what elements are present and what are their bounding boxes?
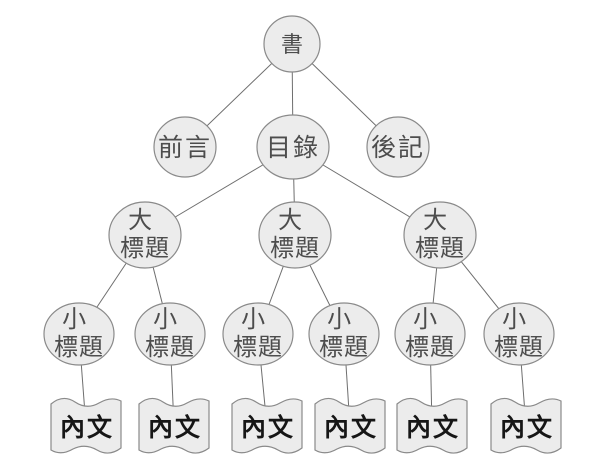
- node-major-heading-2: 大 標題: [258, 201, 332, 269]
- node-major-heading-1-shape: [108, 201, 182, 269]
- node-minor-heading-6-label: 小 標題: [494, 305, 544, 361]
- node-body-text-5-shape: [396, 397, 468, 454]
- node-body-text-6-shape: [490, 397, 562, 454]
- node-minor-heading-3: 小 標題: [222, 302, 294, 366]
- node-minor-heading-5: 小 標題: [394, 302, 466, 366]
- node-toc: 目錄: [256, 114, 330, 180]
- node-major-heading-3: 大 標題: [403, 201, 477, 269]
- node-body-text-3-label: 內文: [241, 413, 295, 442]
- node-minor-heading-2: 小 標題: [134, 302, 206, 366]
- node-major-heading-3-shape: [403, 201, 477, 269]
- node-minor-heading-1-shape: [43, 302, 115, 366]
- node-major-heading-2-label: 大 標題: [270, 206, 320, 262]
- node-minor-heading-1: 小 標題: [43, 302, 115, 366]
- node-preface-shape: [153, 116, 217, 178]
- node-body-text-6-label: 內文: [500, 413, 554, 442]
- node-minor-heading-6-shape: [483, 302, 555, 366]
- node-minor-heading-5-label: 小 標題: [405, 305, 455, 361]
- node-minor-heading-4-label: 小 標題: [319, 305, 369, 361]
- node-minor-heading-2-shape: [134, 302, 206, 366]
- node-afterword-label: 後記: [371, 133, 425, 162]
- node-minor-heading-3-label: 小 標題: [233, 305, 283, 361]
- node-minor-heading-6: 小 標題: [483, 302, 555, 366]
- node-body-text-1: 內文: [50, 397, 122, 454]
- node-body-text-3-shape: [231, 397, 303, 454]
- node-major-heading-1-label: 大 標題: [120, 206, 170, 262]
- node-minor-heading-1-label: 小 標題: [54, 305, 104, 361]
- node-preface: 前言: [153, 116, 217, 178]
- node-afterword: 後記: [366, 116, 430, 178]
- node-book: 書: [263, 15, 321, 73]
- node-body-text-4: 內文: [314, 397, 386, 454]
- node-minor-heading-4: 小 標題: [308, 302, 380, 366]
- node-body-text-5-label: 內文: [406, 413, 460, 442]
- node-body-text-1-shape: [50, 397, 122, 454]
- node-afterword-shape: [366, 116, 430, 178]
- node-body-text-2-label: 內文: [148, 413, 202, 442]
- node-minor-heading-2-label: 小 標題: [145, 305, 195, 361]
- node-toc-shape: [256, 114, 330, 180]
- node-minor-heading-5-shape: [394, 302, 466, 366]
- node-minor-heading-4-shape: [308, 302, 380, 366]
- node-body-text-4-shape: [314, 397, 386, 454]
- node-minor-heading-3-shape: [222, 302, 294, 366]
- node-body-text-4-label: 內文: [324, 413, 378, 442]
- node-toc-label: 目錄: [266, 133, 320, 162]
- node-book-shape: [263, 15, 321, 73]
- node-major-heading-1: 大 標題: [108, 201, 182, 269]
- node-body-text-2: 內文: [138, 397, 210, 454]
- node-body-text-2-shape: [138, 397, 210, 454]
- node-preface-label: 前言: [158, 133, 212, 162]
- node-body-text-1-label: 內文: [60, 413, 114, 442]
- node-major-heading-3-label: 大 標題: [415, 206, 465, 262]
- node-book-label: 書: [281, 33, 303, 58]
- node-major-heading-2-shape: [258, 201, 332, 269]
- node-body-text-3: 內文: [231, 397, 303, 454]
- node-body-text-6: 內文: [490, 397, 562, 454]
- node-body-text-5: 內文: [396, 397, 468, 454]
